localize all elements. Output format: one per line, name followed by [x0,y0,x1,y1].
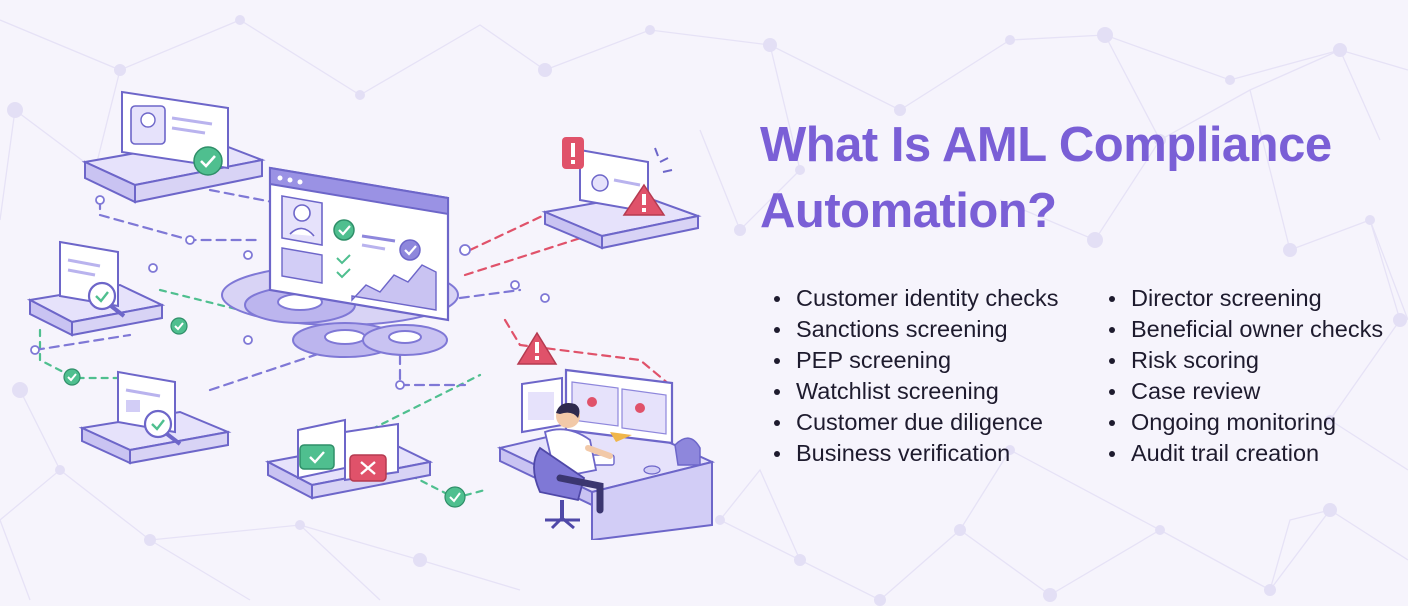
document-search-icon [78,370,232,465]
feature-list-left: Customer identity checks Sanctions scree… [774,283,1079,469]
list-item: Customer due diligence [774,407,1079,438]
connector-dots [30,195,550,390]
analyst-workstation-icon [496,368,716,540]
document-search-icon [26,240,166,337]
list-item: Watchlist screening [774,376,1079,407]
list-item: Sanctions screening [774,314,1079,345]
list-item: Beneficial owner checks [1109,314,1394,345]
list-item: PEP screening [774,345,1079,376]
dashboard-monitor-icon [268,166,450,322]
title-line-1: What Is AML Compliance [760,118,1332,172]
alert-icon [516,331,558,365]
list-item: Customer identity checks [774,283,1079,314]
checkmark-icon [63,317,466,508]
title-line-2: Automation? [760,184,1057,238]
list-item: Audit trail creation [1109,438,1394,469]
list-item: Business verification [774,438,1079,469]
checkmark-icon [299,444,335,470]
page-title: What Is AML Compliance Automation? [760,112,1380,244]
list-item: Case review [1109,376,1394,407]
alert-icon [541,137,702,250]
id-card-icon [81,90,266,204]
list-item: Risk scoring [1109,345,1394,376]
feature-list-right: Director screening Beneficial owner chec… [1109,283,1394,469]
approve-reject-cards [264,418,434,500]
aml-automation-illustration [26,90,716,540]
list-item: Director screening [1109,283,1394,314]
list-item: Ongoing monitoring [1109,407,1394,438]
